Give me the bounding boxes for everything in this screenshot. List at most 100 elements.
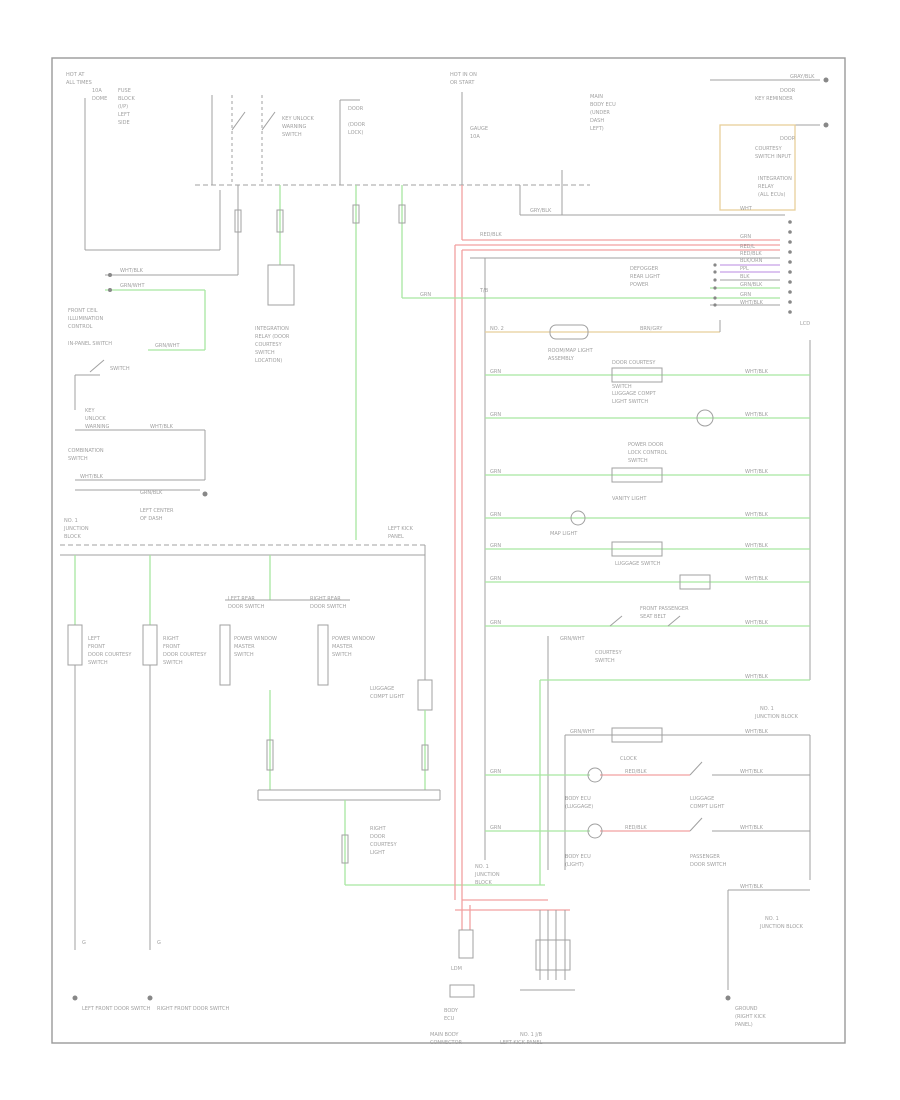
- svg-text:GRAY/BLK: GRAY/BLK: [790, 74, 815, 80]
- svg-text:MASTER: MASTER: [234, 644, 255, 650]
- red-feed-wires: RED/BLK: [454, 232, 780, 900]
- bottom-harness: LDM BODY ECU MAIN BODY CONNECTOR NO. 1 J…: [430, 864, 575, 1046]
- svg-text:(DOOR: (DOOR: [348, 122, 366, 128]
- svg-text:BRN/GRY: BRN/GRY: [640, 326, 663, 332]
- left-front-door-switch: LEFT FRONT DOOR COURTESY SWITCH G LEFT F…: [67, 555, 151, 1012]
- svg-text:FRONT PASSENGER: FRONT PASSENGER: [640, 606, 689, 612]
- svg-text:COMPT LIGHT: COMPT LIGHT: [690, 804, 725, 810]
- svg-text:GRN/WHT: GRN/WHT: [560, 636, 585, 642]
- svg-text:MAIN: MAIN: [590, 94, 603, 100]
- svg-text:GRN: GRN: [490, 576, 501, 582]
- svg-text:POWER DOOR: POWER DOOR: [628, 442, 664, 448]
- svg-text:GRN/WHT: GRN/WHT: [570, 729, 595, 735]
- svg-text:(ALL ECUs): (ALL ECUs): [758, 192, 785, 198]
- svg-text:RED/L: RED/L: [740, 244, 755, 250]
- svg-text:VANITY LIGHT: VANITY LIGHT: [612, 496, 647, 502]
- svg-text:DEFOGGER: DEFOGGER: [630, 266, 659, 272]
- svg-text:SWITCH: SWITCH: [110, 366, 130, 372]
- svg-text:NO. 1: NO. 1: [760, 706, 774, 712]
- svg-text:WHT/BLK: WHT/BLK: [745, 729, 769, 735]
- svg-text:SWITCH: SWITCH: [595, 658, 615, 664]
- svg-text:WHT/BLK: WHT/BLK: [120, 268, 144, 274]
- svg-text:WHT/BLK: WHT/BLK: [740, 884, 764, 890]
- svg-text:LUGGAGE SWITCH: LUGGAGE SWITCH: [615, 561, 661, 567]
- lower-junction: RIGHT DOOR COURTESY LIGHT: [257, 789, 545, 886]
- top-left-fuse-block: HOT AT ALL TIMES 10A DOME FUSE BLOCK (I/…: [66, 72, 221, 251]
- svg-text:WHT: WHT: [740, 206, 753, 212]
- svg-text:LOCATION): LOCATION): [255, 358, 282, 364]
- svg-text:WARNING: WARNING: [282, 124, 307, 130]
- svg-text:NO. 1: NO. 1: [475, 864, 489, 870]
- svg-text:PANEL: PANEL: [388, 534, 404, 540]
- svg-text:SEAT BELT: SEAT BELT: [640, 614, 667, 620]
- svg-text:BLK: BLK: [740, 274, 750, 280]
- svg-text:POWER: POWER: [630, 282, 649, 288]
- svg-text:GRN/WHT: GRN/WHT: [155, 343, 180, 349]
- svg-text:GRN/BLK: GRN/BLK: [740, 282, 763, 288]
- svg-text:GRN: GRN: [740, 292, 751, 298]
- svg-text:DOOR COURTESY: DOOR COURTESY: [612, 360, 656, 366]
- svg-text:KEY UNLOCK: KEY UNLOCK: [282, 116, 315, 122]
- svg-text:POWER WINDOW: POWER WINDOW: [332, 636, 375, 642]
- svg-text:FRONT: FRONT: [88, 644, 106, 650]
- svg-text:RED/BLK: RED/BLK: [480, 232, 502, 238]
- svg-text:BLK/ORN: BLK/ORN: [740, 258, 763, 264]
- svg-text:LCD: LCD: [800, 321, 810, 327]
- svg-text:LIGHT: LIGHT: [370, 850, 386, 856]
- svg-text:OF DASH: OF DASH: [140, 516, 163, 522]
- svg-text:SWITCH: SWITCH: [255, 350, 275, 356]
- svg-text:COMPT LIGHT: COMPT LIGHT: [370, 694, 405, 700]
- svg-text:DOOR: DOOR: [780, 88, 796, 94]
- svg-text:INTEGRATION: INTEGRATION: [255, 326, 289, 332]
- svg-text:CLOCK: CLOCK: [620, 756, 638, 762]
- dome-fuse: DOOR (DOOR LOCK): [339, 99, 366, 185]
- svg-text:10A: 10A: [92, 88, 102, 94]
- svg-text:GRN: GRN: [490, 543, 501, 549]
- svg-text:LOCK CONTROL: LOCK CONTROL: [628, 450, 668, 456]
- svg-text:(I/P): (I/P): [118, 104, 128, 110]
- svg-text:CONTROL: CONTROL: [68, 324, 93, 330]
- svg-text:LUGGAGE: LUGGAGE: [690, 796, 714, 802]
- svg-text:RIGHT REAR: RIGHT REAR: [310, 596, 341, 602]
- svg-text:ROOM/MAP LIGHT: ROOM/MAP LIGHT: [548, 348, 594, 354]
- svg-text:PASSENGER: PASSENGER: [690, 854, 720, 860]
- svg-text:G: G: [82, 940, 86, 946]
- svg-text:WHT/BLK: WHT/BLK: [80, 474, 104, 480]
- svg-text:LEFT KICK: LEFT KICK: [388, 526, 414, 532]
- svg-text:BODY ECU: BODY ECU: [565, 854, 591, 860]
- svg-text:PANEL): PANEL): [735, 1022, 753, 1028]
- svg-text:LEFT: LEFT: [88, 636, 101, 642]
- svg-text:GRN/BLK: GRN/BLK: [140, 490, 163, 496]
- svg-text:LUGGAGE COMPT: LUGGAGE COMPT: [612, 391, 657, 397]
- svg-text:BODY: BODY: [444, 1008, 459, 1014]
- svg-text:LEFT CENTER: LEFT CENTER: [140, 508, 174, 514]
- svg-text:RELAY (DOOR: RELAY (DOOR: [255, 334, 290, 340]
- svg-text:CONNECTOR: CONNECTOR: [430, 1040, 463, 1046]
- svg-text:WHT/BLK: WHT/BLK: [740, 825, 764, 831]
- svg-text:MAP LIGHT: MAP LIGHT: [550, 531, 578, 537]
- svg-text:GRY/BLK: GRY/BLK: [530, 208, 552, 214]
- svg-text:10A: 10A: [470, 134, 480, 140]
- svg-text:HOT IN ON: HOT IN ON: [450, 72, 477, 78]
- svg-text:WHT/BLK: WHT/BLK: [745, 576, 769, 582]
- svg-text:RED/BLK: RED/BLK: [625, 825, 647, 831]
- svg-text:FRONT: FRONT: [163, 644, 181, 650]
- svg-text:(RIGHT KICK: (RIGHT KICK: [735, 1014, 766, 1020]
- svg-text:KEY REMINDER: KEY REMINDER: [755, 96, 793, 102]
- svg-text:DOOR SWITCH: DOOR SWITCH: [310, 604, 347, 610]
- svg-text:LDM: LDM: [451, 966, 462, 972]
- svg-text:ECU: ECU: [444, 1016, 455, 1022]
- svg-text:REAR LIGHT: REAR LIGHT: [630, 274, 661, 280]
- diagram-frame: [51, 57, 846, 1044]
- svg-text:G: G: [157, 940, 161, 946]
- svg-text:LEFT): LEFT): [590, 126, 604, 132]
- hot-in-on-fuse: HOT IN ON OR START GAUGE 10A: [450, 72, 488, 185]
- right-front-door-switch: RIGHT FRONT DOOR COURTESY SWITCH G RIGHT…: [142, 555, 230, 1012]
- svg-text:DASH: DASH: [590, 118, 604, 124]
- svg-text:SWITCH: SWITCH: [332, 652, 352, 658]
- connector-ticks: [234, 204, 406, 233]
- svg-text:WHT/BLK: WHT/BLK: [745, 620, 769, 626]
- svg-text:GROUND: GROUND: [735, 1006, 758, 1012]
- svg-text:SWITCH: SWITCH: [234, 652, 254, 658]
- ignition-key-light-switch: SWITCH KEY UNLOCK WARNING WHT/BLK COMBIN…: [68, 359, 208, 522]
